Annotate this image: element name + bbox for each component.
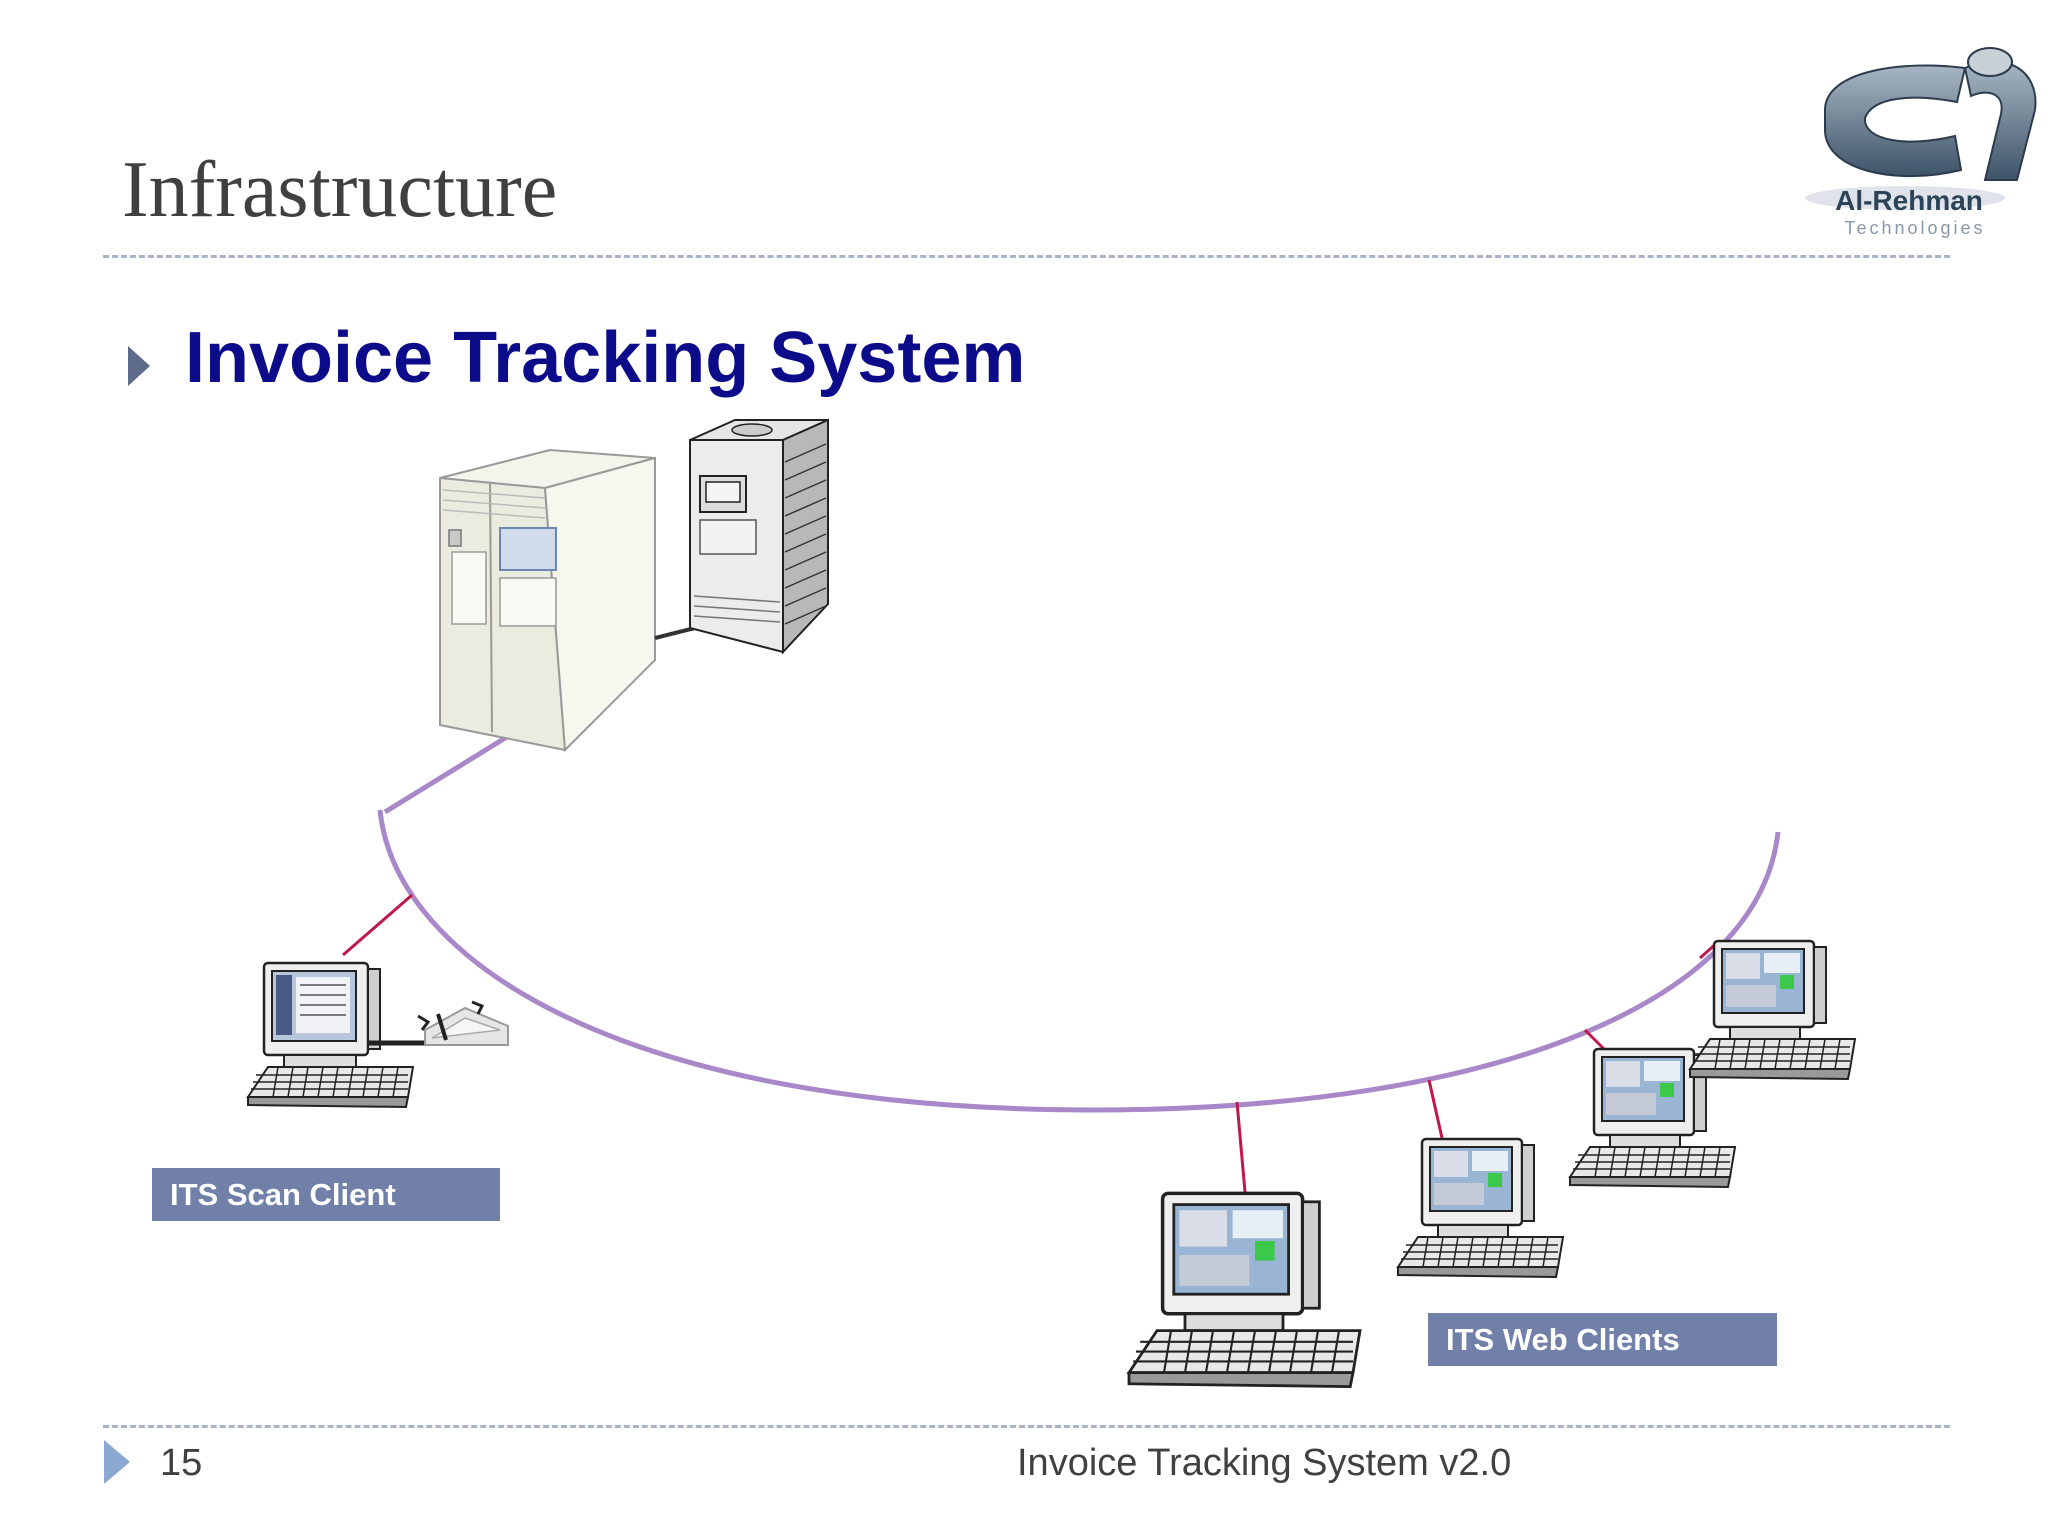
logo-tagline: Technologies xyxy=(1844,218,1985,238)
bullet-heading: Invoice Tracking System xyxy=(185,318,1026,398)
footer-divider xyxy=(103,1425,1950,1428)
bullet-arrow-icon xyxy=(128,346,150,386)
web-client-computer-icon-2 xyxy=(1398,1139,1563,1277)
web-clients-label: ITS Web Clients xyxy=(1428,1313,1777,1366)
company-logo: Al-Rehman Technologies xyxy=(1805,47,2037,238)
title-divider xyxy=(103,255,1950,258)
web-client-computer-icon-4 xyxy=(1690,941,1855,1079)
page-number: 15 xyxy=(160,1442,203,1484)
web-client-computer-icon-1 xyxy=(1129,1193,1360,1386)
footer-arrow-icon xyxy=(104,1440,130,1484)
network-ring xyxy=(377,809,1781,1113)
scan-client-computer-icon xyxy=(247,961,428,1108)
footer-title: Invoice Tracking System v2.0 xyxy=(1017,1442,1512,1484)
logo-name: Al-Rehman xyxy=(1835,185,1983,216)
main-server-icon xyxy=(439,448,656,753)
slide-title: Infrastructure xyxy=(122,146,558,234)
scanner-icon xyxy=(417,1000,509,1046)
storage-server-icon xyxy=(689,418,829,655)
server-link xyxy=(383,732,512,815)
scan-client-label: ITS Scan Client xyxy=(152,1168,500,1221)
logo-mark-icon xyxy=(1805,47,2037,210)
server-cable xyxy=(654,626,696,640)
